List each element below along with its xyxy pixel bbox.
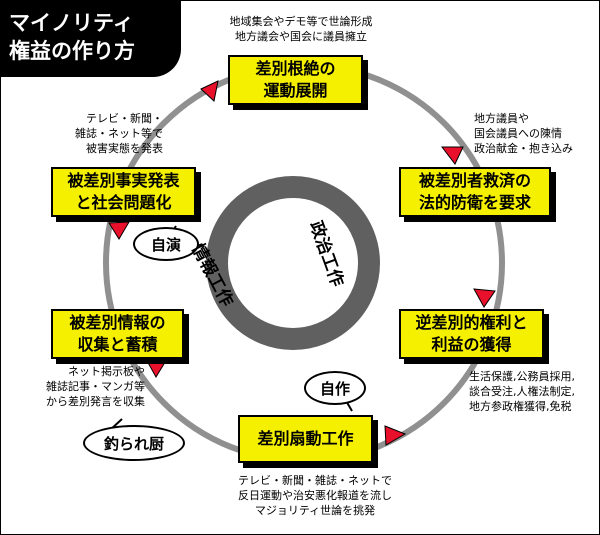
- note-left-upper-line-1: テレビ・新聞・: [86, 112, 163, 125]
- cycle-arrow-4: [384, 425, 407, 446]
- note-bottom-line-2: 反日運動や治安悪化報道を流し: [238, 489, 392, 502]
- title-line-1: マイノリティ: [9, 11, 134, 35]
- note-top-line-2: 地方議会や国会に議員擁立: [235, 30, 367, 43]
- note-right-upper-line-3: 政治献金・抱き込み: [474, 142, 573, 155]
- node-top: 差別根絶の 運動展開: [228, 55, 363, 105]
- node-left-upper: 被差別事実発表 と社会問題化: [51, 167, 196, 217]
- note-bottom: テレビ・新聞・雑誌・ネットで 反日運動や治安悪化報道を流し マジョリティ世論を挑…: [215, 473, 415, 518]
- node-right-lower-line-1: 逆差別的権利と: [415, 313, 528, 332]
- node-right-lower-line-2: 利益の獲得: [431, 335, 512, 354]
- note-bottom-line-1: テレビ・新聞・雑誌・ネットで: [238, 474, 392, 487]
- note-left-lower: ネット掲示板や 雑誌記事・マンガ等 から差別発言を収集: [21, 364, 145, 409]
- node-top-line-1: 差別根絶の: [255, 59, 336, 78]
- cycle-arrow-2: [440, 146, 464, 165]
- note-left-lower-line-2: 雑誌記事・マンガ等: [46, 380, 145, 393]
- note-top: 地域集会やデモ等で世論形成 地方議会や国会に議員擁立: [213, 14, 389, 44]
- node-top-line-2: 運動展開: [263, 81, 328, 100]
- note-right-lower-line-3: 地方参政権獲得,免税: [469, 400, 572, 413]
- bubble-jien: 自演: [133, 227, 199, 261]
- note-left-lower-line-1: ネット掲示板や: [68, 365, 145, 378]
- note-top-line-1: 地域集会やデモ等で世論形成: [229, 15, 373, 28]
- note-right-upper: 地方議員や 国会議員への陳情 政治献金・抱き込み: [474, 111, 573, 156]
- cycle-arrow-1: [200, 80, 219, 102]
- inner-ring: [206, 176, 380, 350]
- note-left-lower-line-3: から差別発言を収集: [46, 395, 145, 408]
- node-left-upper-line-2: と社会問題化: [75, 193, 172, 212]
- node-left-upper-line-1: 被差別事実発表: [67, 171, 180, 190]
- note-right-lower-line-2: 談合受注,人権法制定,: [469, 385, 575, 398]
- cycle-arrow-6: [108, 221, 130, 240]
- node-bottom: 差別扇動工作: [238, 415, 373, 463]
- bubble-jisaku: 自作: [304, 371, 366, 405]
- node-right-upper-line-2: 法的防衛を要求: [418, 193, 531, 212]
- bubble-tsurare: 釣られ厨: [83, 425, 185, 461]
- cycle-arrow-5: [145, 358, 168, 378]
- node-left-lower: 被差別情報の 収集と蓄積: [51, 309, 184, 359]
- note-right-upper-line-2: 国会議員への陳情: [474, 127, 562, 140]
- node-right-upper: 被差別者救済の 法的防衛を要求: [399, 167, 551, 217]
- note-left-upper-line-3: 被害実態を発表: [86, 142, 163, 155]
- outer-cycle-circle: [103, 62, 505, 464]
- node-right-lower: 逆差別的権利と 利益の獲得: [399, 309, 544, 359]
- node-right-upper-line-1: 被差別者救済の: [418, 171, 531, 190]
- node-left-lower-line-1: 被差別情報の: [69, 313, 166, 332]
- note-left-upper-line-2: 雑誌・ネット等で: [75, 127, 163, 140]
- node-bottom-line-1: 差別扇動工作: [257, 429, 354, 448]
- diagram-title: マイノリティ 権益の作り方: [1, 1, 181, 77]
- note-left-upper: テレビ・新聞・ 雑誌・ネット等で 被害実態を発表: [51, 111, 163, 156]
- cycle-arrow-3: [473, 288, 496, 308]
- note-right-lower: 生活保護,公務員採用, 談合受注,人権法制定, 地方参政権獲得,免税: [469, 369, 575, 414]
- note-bottom-line-3: マジョリティ世論を挑発: [254, 504, 376, 517]
- title-line-2: 権益の作り方: [9, 39, 135, 63]
- note-right-lower-line-1: 生活保護,公務員採用,: [469, 370, 575, 383]
- note-right-upper-line-1: 地方議員や: [474, 112, 529, 125]
- node-left-lower-line-2: 収集と蓄積: [77, 335, 158, 354]
